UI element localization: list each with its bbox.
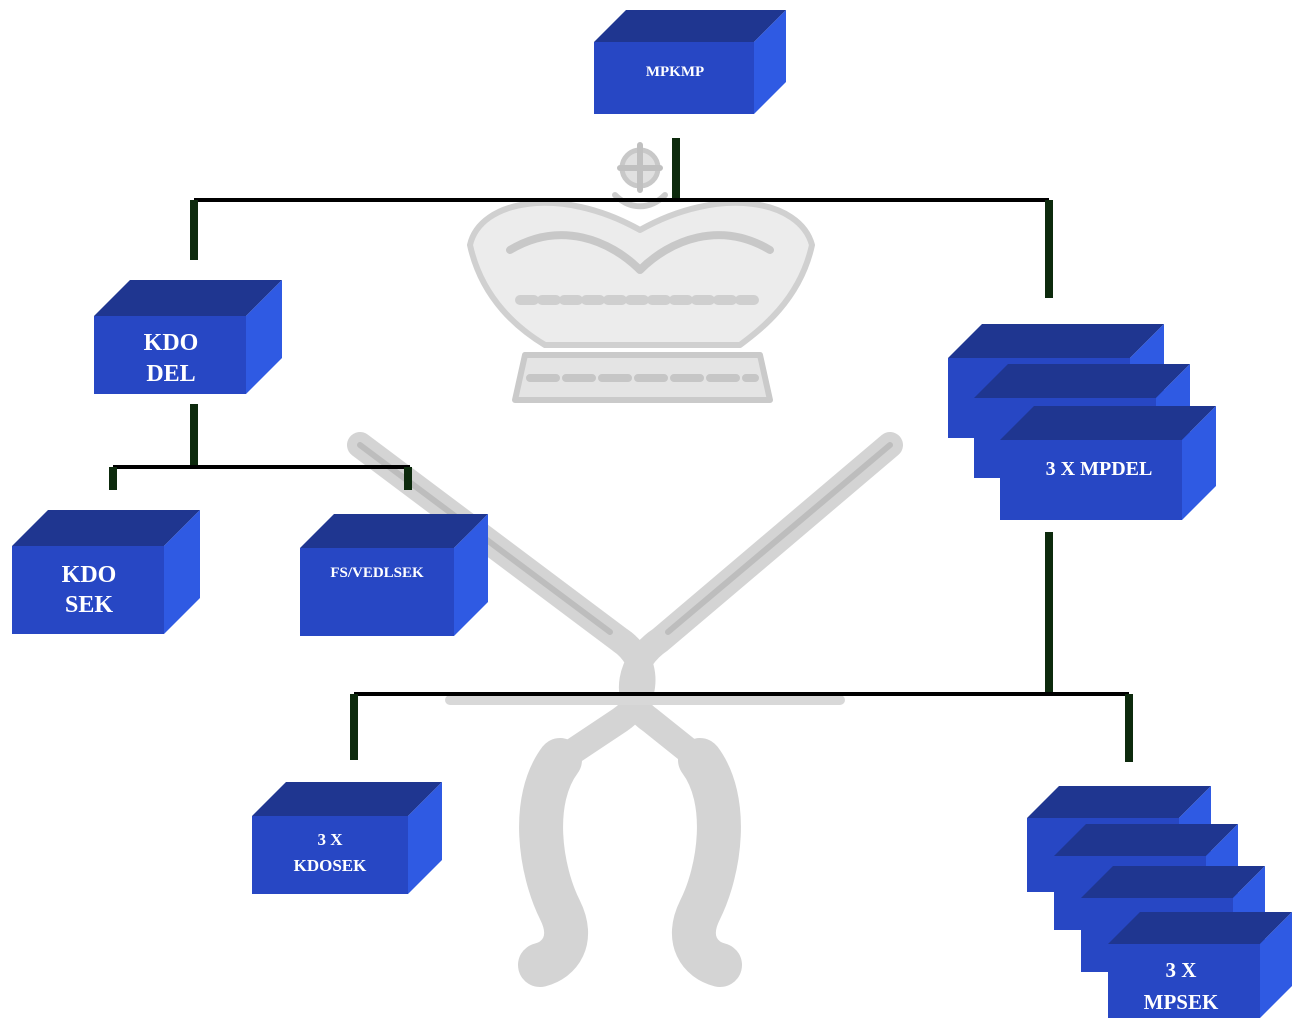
box-side-face xyxy=(164,510,200,634)
box-side-face xyxy=(454,514,488,636)
box-top-face xyxy=(1081,866,1265,898)
crown-icon xyxy=(467,142,815,403)
node-mpsek-stack: 3 X MPSEK xyxy=(1027,786,1292,1018)
node-kdo-sek: KDO SEK xyxy=(12,510,200,634)
box-top-face xyxy=(1108,912,1292,944)
box-top-face xyxy=(1054,824,1238,856)
box-top-face xyxy=(974,364,1190,398)
box-top-face xyxy=(1027,786,1211,818)
node-kdo-del: KDO DEL xyxy=(94,280,282,394)
node-label: KDO xyxy=(62,562,117,588)
box-side-face xyxy=(1182,406,1216,520)
box-top-face xyxy=(300,514,488,548)
node-label: 3 X MPDEL xyxy=(1046,458,1153,480)
node-label: DEL xyxy=(146,361,195,387)
node-kdosek: 3 X KDOSEK xyxy=(252,782,442,894)
node-label: MPKMP xyxy=(646,64,704,80)
box-side-face xyxy=(408,782,442,894)
box-top-face xyxy=(1000,406,1216,440)
mpdel-box xyxy=(1000,406,1216,520)
node-label: 3 X xyxy=(317,830,343,849)
box-side-face xyxy=(246,280,282,394)
box-front-face xyxy=(252,816,408,894)
node-label: KDOSEK xyxy=(294,856,368,875)
mpsek-box xyxy=(1108,912,1292,1018)
box-side-face xyxy=(754,10,786,114)
node-mpkmp: MPKMP xyxy=(594,10,786,114)
box-top-face xyxy=(948,324,1164,358)
box-front-face xyxy=(300,548,454,636)
connector-lines xyxy=(109,138,1133,762)
node-fs-vedlsek: FS/VEDLSEK xyxy=(300,514,488,636)
box-front-face xyxy=(12,546,164,634)
box-top-face xyxy=(594,10,786,42)
node-label: FS/VEDLSEK xyxy=(330,565,424,581)
box-front-face xyxy=(1108,944,1260,1018)
box-top-face xyxy=(12,510,200,546)
box-side-face xyxy=(1260,912,1292,1018)
box-top-face xyxy=(94,280,282,316)
box-front-face xyxy=(94,316,246,394)
crown-crossed-pistols-watermark-icon xyxy=(347,142,903,987)
box-front-face xyxy=(1000,440,1182,520)
node-label: KDO xyxy=(144,330,199,356)
pistol-icon xyxy=(619,432,903,987)
node-label: 3 X xyxy=(1166,958,1197,982)
box-top-face xyxy=(252,782,442,816)
box-front-face xyxy=(594,42,754,114)
node-label: SEK xyxy=(65,592,113,618)
node-label: MPSEK xyxy=(1144,990,1219,1014)
node-mpdel-stack: 3 X MPDEL xyxy=(948,324,1216,520)
